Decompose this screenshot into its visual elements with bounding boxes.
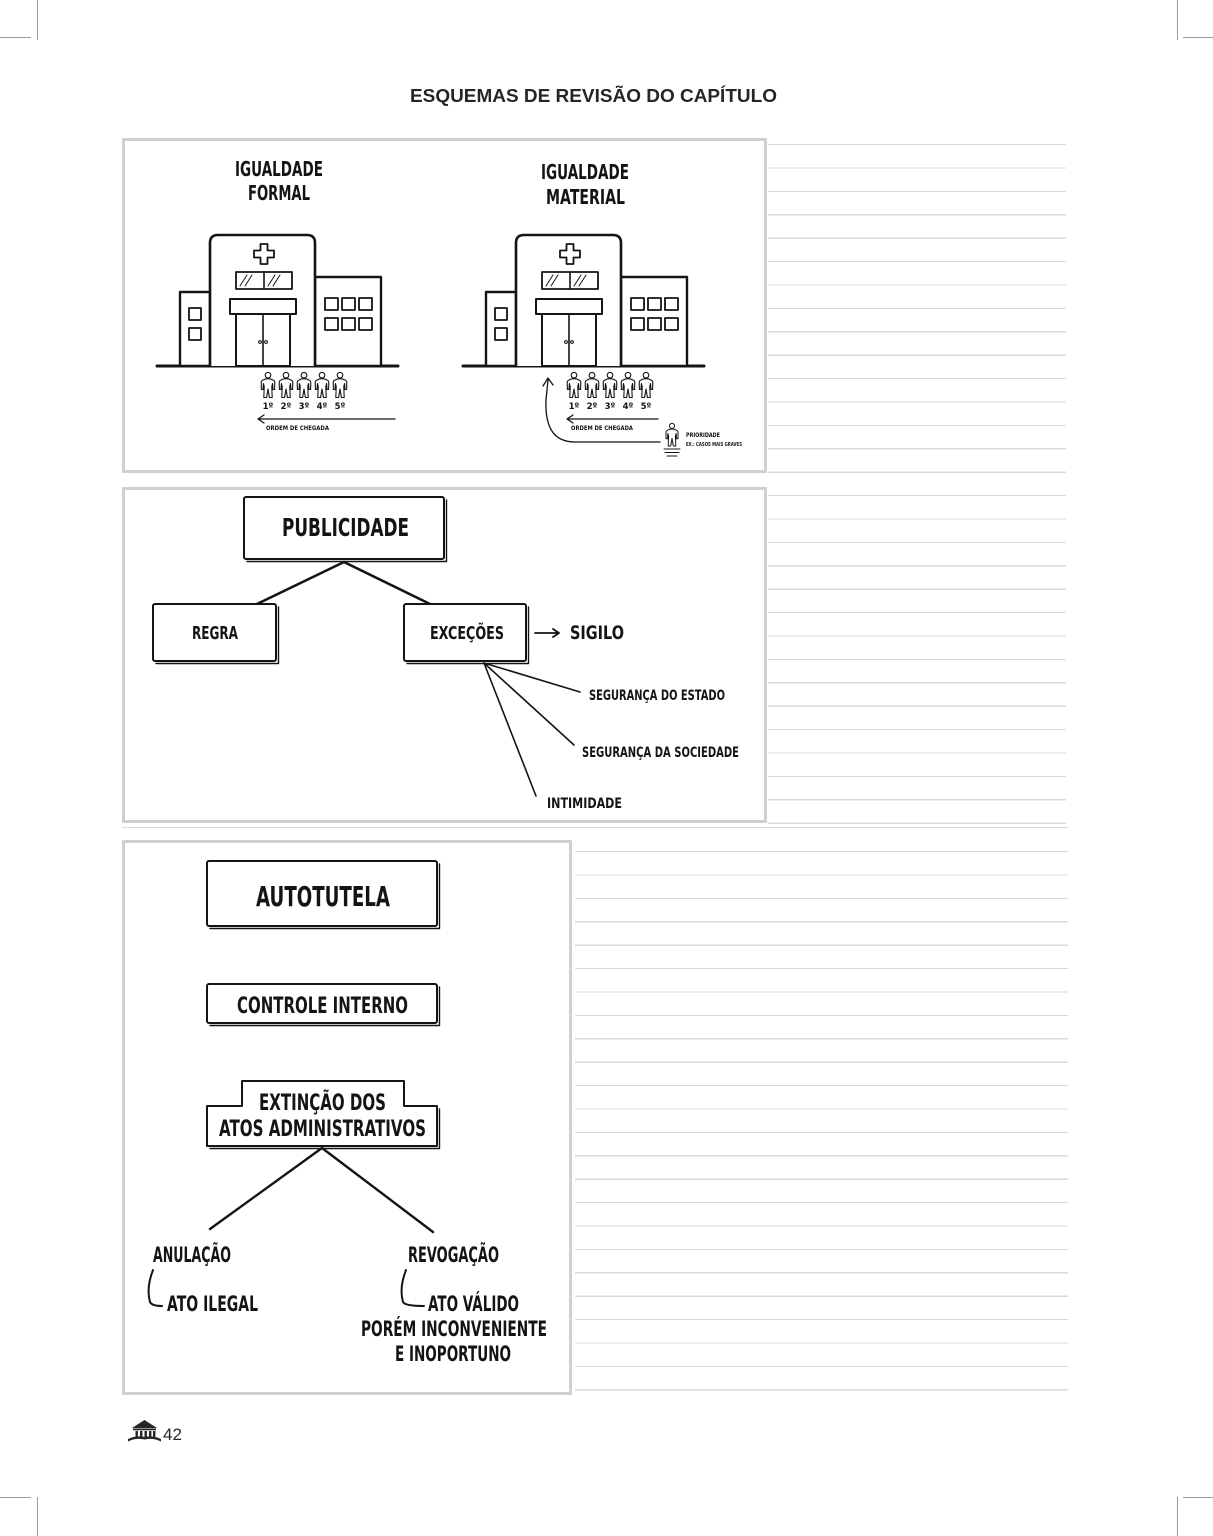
crop-mark-bottom-left xyxy=(0,1497,38,1536)
priority-curve-arrow xyxy=(542,377,661,443)
queue-position-label: 5º xyxy=(335,402,346,412)
anulacao-detail: ATO ILEGAL xyxy=(167,1292,258,1316)
page-header: ESQUEMAS DE REVISÃO DO CAPÍTULO xyxy=(410,85,777,106)
courthouse-book-icon xyxy=(128,1420,161,1442)
revogacao-detail: ATO VÁLIDO xyxy=(428,1291,519,1316)
controle-interno-box: CONTROLE INTERNO xyxy=(206,983,441,1027)
fan-connector-lines xyxy=(483,662,581,797)
anulacao-label: ANULAÇÃO xyxy=(153,1242,231,1267)
revogacao-detail: E INOPORTUNO xyxy=(395,1342,511,1366)
revogacao-label: REVOGAÇÃO xyxy=(408,1242,499,1267)
regra-box: REGRA xyxy=(152,603,280,665)
sigilo-case-label: SEGURANÇA DO ESTADO xyxy=(589,688,725,704)
queue-position-label: 1º xyxy=(263,402,274,412)
queue-position-label: 4º xyxy=(623,402,634,412)
sigilo-case-label: SEGURANÇA DA SOCIEDADE xyxy=(582,745,739,761)
autotutela-box: AUTOTUTELA xyxy=(206,860,441,930)
arrival-order-arrow xyxy=(566,414,659,424)
bracket-icon xyxy=(400,1269,425,1307)
arrow-right-icon xyxy=(534,628,560,638)
crop-mark-bottom-right xyxy=(1177,1497,1213,1536)
sigilo-label: SIGILO xyxy=(570,622,624,644)
autotutela-title: AUTOTUTELA xyxy=(256,880,390,913)
sigilo-case-label: INTIMIDADE xyxy=(547,796,622,812)
publicidade-box: PUBLICIDADE xyxy=(243,496,448,563)
queue-position-label: 4º xyxy=(317,402,328,412)
arrival-order-arrow xyxy=(257,414,396,424)
publicidade-label: PUBLICIDADE xyxy=(282,513,409,542)
queue-position-label: 3º xyxy=(605,402,616,412)
excecoes-box: EXCEÇÕES xyxy=(403,603,530,665)
priority-stand-lines xyxy=(663,448,681,457)
queue-position-label: 5º xyxy=(641,402,652,412)
arrival-order-label: ORDEM DE CHEGADA xyxy=(266,424,329,432)
crop-mark-top-left xyxy=(0,0,38,40)
publicidade-diagram: PUBLICIDADE REGRA EXCEÇÕES SIGILO SEGURA… xyxy=(152,496,739,812)
queue-position-label: 2º xyxy=(281,402,292,412)
igualdade-formal-title-line2: FORMAL xyxy=(248,181,310,205)
crop-mark-top-right xyxy=(1177,0,1213,40)
queue-position-label: 2º xyxy=(587,402,598,412)
priority-label: PRIORIDADE xyxy=(686,432,720,439)
revogacao-detail: PORÉM INCONVENIENTE xyxy=(361,1316,547,1341)
queue-position-label: 1º xyxy=(569,402,580,412)
arrival-order-label: ORDEM DE CHEGADA xyxy=(571,424,633,432)
bracket-icon xyxy=(147,1269,163,1307)
ruled-notes-area-bottom xyxy=(575,851,1068,1396)
page-number: 42 xyxy=(163,1425,182,1444)
igualdade-material-title-line2: MATERIAL xyxy=(546,185,625,209)
priority-example: EX.: CASOS MAIS GRAVES xyxy=(686,442,742,448)
igualdade-formal-diagram: IGUALDADE FORMAL 1º 2º 3º 4º 5º ORDEM DE… xyxy=(155,157,400,432)
queue-position-label: 3º xyxy=(299,402,310,412)
connector-line xyxy=(208,1146,435,1234)
ruled-notes-area-top xyxy=(768,144,1066,826)
igualdade-material-diagram: IGUALDADE MATERIAL 1º 2º 3º 4º 5º ORDEM … xyxy=(461,160,742,457)
excecoes-label: EXCEÇÕES xyxy=(430,621,504,644)
regra-label: REGRA xyxy=(192,623,238,644)
extincao-label-line2: ATOS ADMINISTRATIVOS xyxy=(219,1117,426,1142)
igualdade-formal-title-line1: IGUALDADE xyxy=(235,157,323,181)
extincao-label-line1: EXTINÇÃO DOS xyxy=(259,1090,386,1116)
autotutela-diagram: AUTOTUTELA CONTROLE INTERNO EXTINÇÃO DOS… xyxy=(147,860,547,1366)
controle-interno-label: CONTROLE INTERNO xyxy=(237,994,408,1019)
ruled-line-divider xyxy=(122,827,1068,829)
igualdade-material-title-line1: IGUALDADE xyxy=(541,160,629,184)
extincao-box: EXTINÇÃO DOS ATOS ADMINISTRATIVOS xyxy=(206,1080,441,1150)
connector-line xyxy=(255,560,432,606)
